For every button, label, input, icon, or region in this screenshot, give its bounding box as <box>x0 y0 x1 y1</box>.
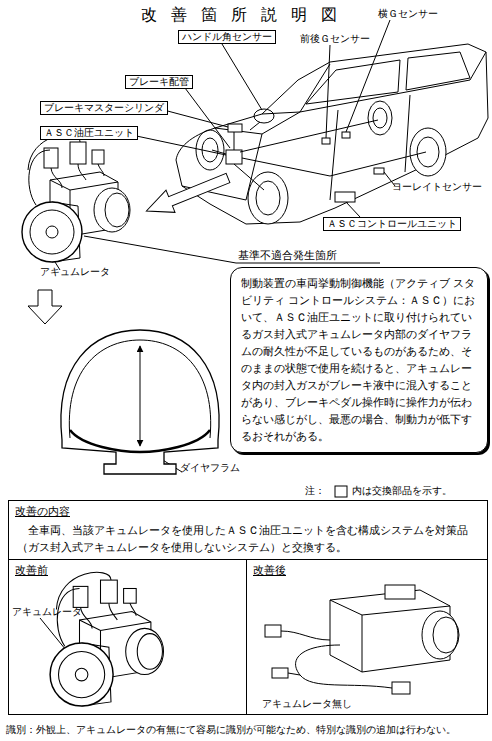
node-heading: 改善の内容 <box>9 501 487 519</box>
leader-line <box>326 45 330 138</box>
part-box: ＡＳＣコントロールユニット <box>323 217 461 231</box>
car-illustration <box>410 128 446 176</box>
leader-line <box>84 236 380 263</box>
node-heading: ＡＳＣコントロールユニット <box>327 218 457 230</box>
brake-system-parts <box>254 109 274 123</box>
part-label: アキュムレータ <box>12 606 82 618</box>
part-label: ヨーレイトセンサー <box>392 181 482 193</box>
new-hydraulic-unit <box>265 585 459 694</box>
note-square <box>335 486 347 497</box>
car-illustration <box>176 44 488 224</box>
car-illustration <box>373 108 387 128</box>
brake-system-parts <box>228 124 242 132</box>
car-illustration <box>417 137 439 167</box>
new-hydraulic-unit <box>433 617 459 653</box>
part-box: ブレーキ配管 <box>125 75 193 89</box>
node-heading: 制動装置の車両挙動制御機能（アクティブ スタビリティ コントロールシステム：ＡＳ… <box>241 275 477 445</box>
before-cell: 改善前 <box>9 559 247 714</box>
leader-line <box>182 84 230 148</box>
leader-line <box>160 109 228 127</box>
accumulator-section <box>61 330 219 474</box>
part-label: アキュムレータ無し <box>262 698 352 710</box>
after-cell: 改善後 <box>247 559 487 714</box>
part-box: ＡＳＣ油圧ユニット <box>40 126 138 140</box>
node-heading: 改善前 <box>9 560 246 581</box>
car-illustration <box>406 52 470 90</box>
node-heading: 改善後 <box>247 560 487 581</box>
accumulator-section <box>140 346 141 446</box>
new-hydraulic-unit <box>296 645 392 688</box>
node-heading: ブレーキマスターシリンダ <box>44 102 164 114</box>
part-label: 識別：外観上、アキュムレータの有無にて容易に識別が可能なため、特別な識別の追加は… <box>6 724 456 736</box>
description-box: 制動装置の車両挙動制御機能（アクティブ スタビリティ コントロールシステム：ＡＳ… <box>230 267 488 453</box>
part-label: アキュムレータ <box>40 266 110 278</box>
node-heading: ＡＳＣ油圧ユニット <box>44 127 134 139</box>
new-hydraulic-unit <box>281 631 330 640</box>
part-label: ダイヤフラム <box>180 462 240 474</box>
part-label: 横Ｇセンサー <box>378 8 438 20</box>
car-illustration <box>215 112 300 134</box>
brake-system-parts <box>322 138 330 144</box>
car-illustration <box>306 60 400 104</box>
leader-line <box>346 202 360 217</box>
new-hydraulic-unit <box>392 682 410 694</box>
new-hydraulic-unit <box>265 625 281 637</box>
leader-line <box>127 134 226 155</box>
accumulator-section <box>61 330 219 474</box>
hydraulic-unit <box>22 135 130 262</box>
node-heading: ハンドル角センサー <box>182 31 272 43</box>
car-illustration <box>176 44 488 224</box>
brake-system-parts <box>212 120 426 190</box>
brake-system-parts <box>335 192 355 202</box>
brake-system-parts <box>250 122 260 130</box>
part-box: ブレーキマスターシリンダ <box>40 101 168 115</box>
brake-system-parts <box>342 132 350 138</box>
brake-system-parts <box>374 168 384 174</box>
new-hydraulic-unit <box>288 673 300 675</box>
new-hydraulic-unit <box>272 668 288 678</box>
old-hydraulic-unit <box>50 572 163 706</box>
new-hydraulic-unit <box>385 585 415 599</box>
node-body: 全車両、当該アキュムレータを使用したＡＳＣ油圧ユニットを含む構成システムを対策品… <box>9 519 487 556</box>
part-label: 注： <box>305 485 325 497</box>
hollow-arrow <box>28 290 62 324</box>
leader-line <box>222 44 262 110</box>
hollow-arrow <box>142 167 233 222</box>
node-heading: ブレーキ配管 <box>129 76 189 88</box>
new-hydraulic-unit <box>422 611 458 659</box>
part-label: 内は交換部品を示す。 <box>352 485 452 497</box>
car-illustration <box>248 172 288 224</box>
illustration <box>22 20 488 706</box>
part-label: 基準不適合発生箇所 <box>238 249 337 262</box>
car-illustration <box>368 101 392 135</box>
part-label: 前後Ｇセンサー <box>300 33 370 45</box>
brake-system-parts <box>226 150 242 164</box>
part-box: ハンドル角センサー <box>178 30 276 44</box>
